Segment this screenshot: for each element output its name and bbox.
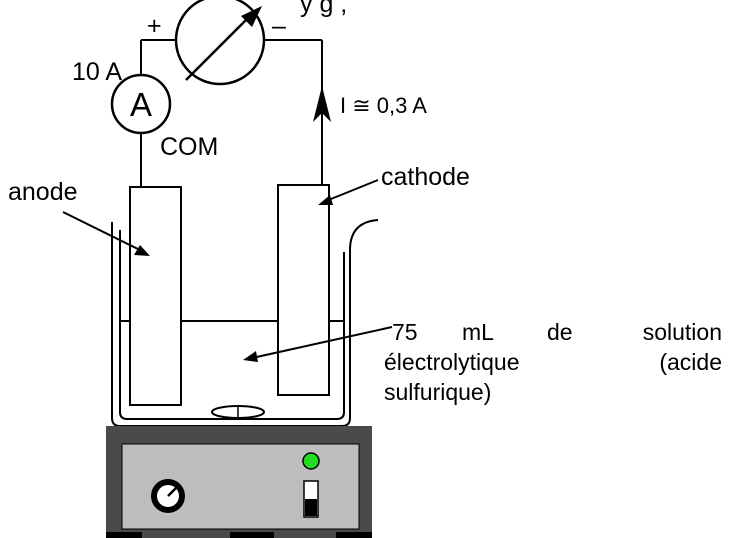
stirrer-knob-indicator [167, 487, 177, 497]
stirrer-power-light-icon [302, 452, 320, 470]
stirrer-foot-middle [230, 532, 274, 538]
cathode-electrode [277, 184, 330, 396]
beaker-outer-wall [111, 219, 379, 427]
voltmeter-plus-label: + [147, 12, 162, 40]
voltmeter [174, 0, 266, 86]
solution-text-sulfurique: sulfurique) [384, 379, 491, 405]
solution-text-word: solution [643, 319, 722, 345]
cathode-pointer-line [325, 179, 379, 202]
anode-electrode [129, 186, 182, 406]
solution-pointer-line [251, 326, 393, 359]
solution-text-unit: mL [462, 319, 494, 345]
ammeter-terminal-10a: 10 A [72, 58, 122, 86]
voltmeter-circle [174, 0, 266, 86]
current-label: I ≅ 0,3 A [340, 93, 427, 118]
voltmeter-needle [185, 13, 253, 81]
beaker [111, 219, 379, 427]
solution-text-acide: (acide [659, 349, 722, 375]
solution-text-volume: 75 [392, 319, 418, 345]
stirrer-foot-left [106, 532, 142, 538]
solution-text-electrolytique: électrolytique [384, 349, 520, 375]
current-arrow [313, 86, 331, 122]
cathode-pointer-arrowhead [318, 195, 333, 205]
ammeter-symbol: A [130, 86, 152, 123]
stirrer-switch-lever [305, 499, 317, 516]
header-partial-text: y g , [300, 0, 347, 18]
magnetic-stirrer [106, 426, 372, 538]
anode-pointer-line [62, 211, 141, 251]
beaker-inner-wall [119, 230, 345, 420]
cathode-label: cathode [381, 163, 470, 191]
anode-label: anode [8, 178, 78, 206]
solution-text-de: de [547, 319, 573, 345]
ammeter-circle [110, 73, 172, 135]
ammeter: A [110, 73, 172, 135]
voltmeter-needle-arrowhead [241, 6, 262, 27]
anode-pointer-arrowhead [134, 245, 150, 256]
voltmeter-minus-label: – [272, 12, 286, 40]
ammeter-terminal-com: COM [160, 133, 218, 161]
solution-pointer-arrowhead [243, 351, 258, 362]
stirrer-foot-right [336, 532, 372, 538]
